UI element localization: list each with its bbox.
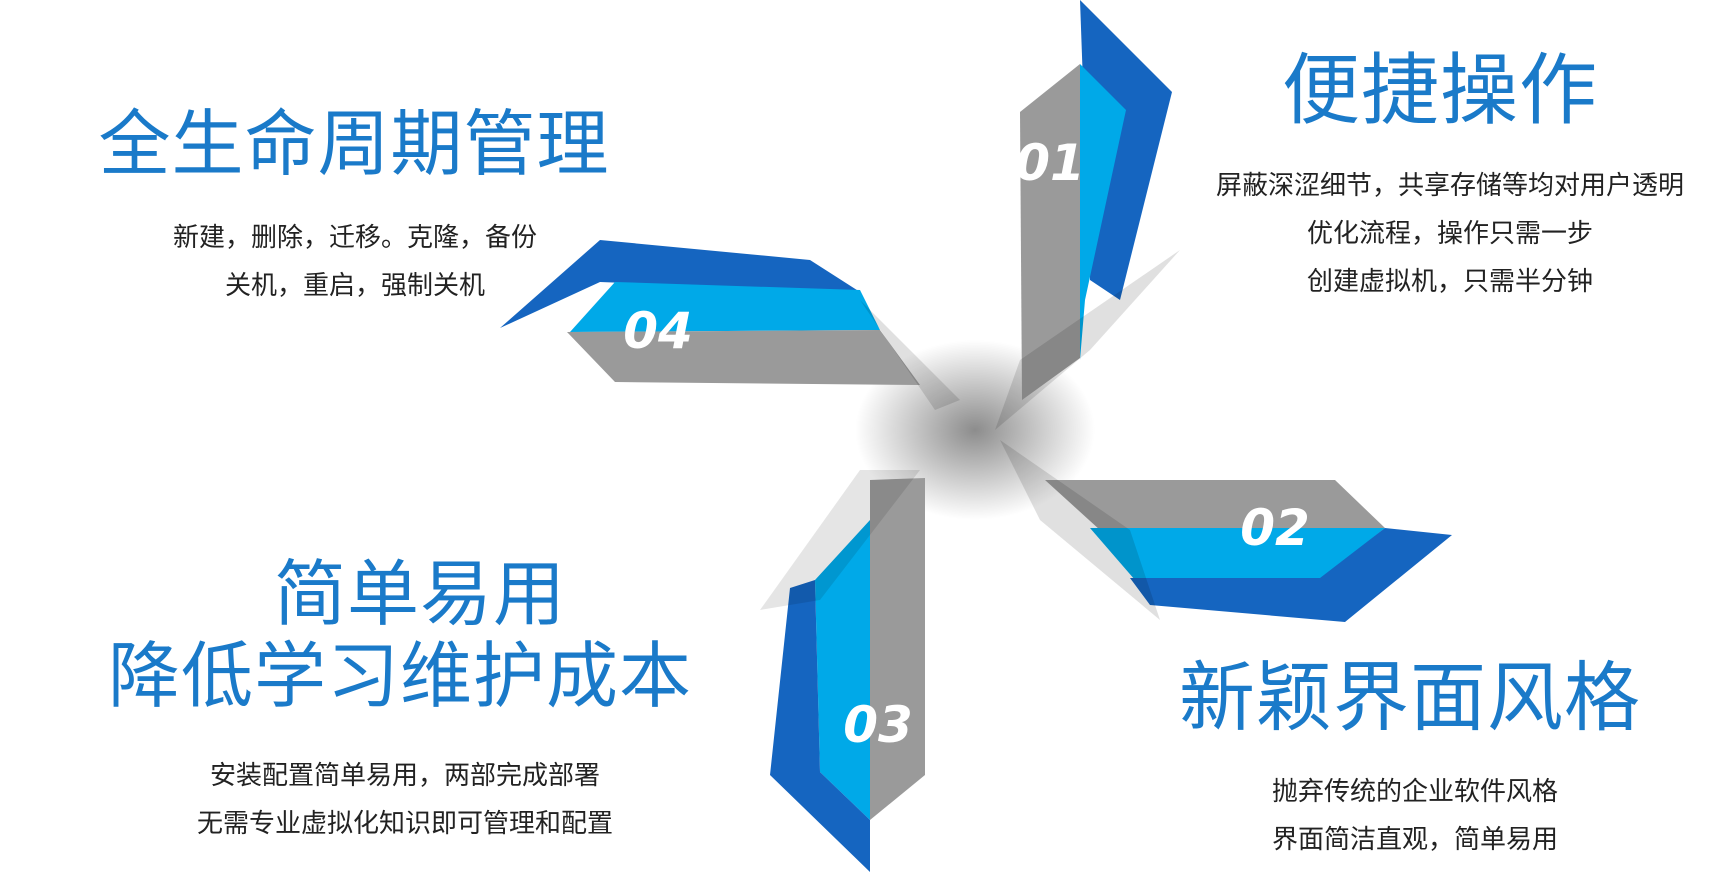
arrow-03-light <box>815 520 870 820</box>
description-02-line-2: 界面简洁直观，简单易用 <box>1271 825 1558 855</box>
arrow-04: 04 <box>500 240 960 410</box>
heading-01: 便捷操作 <box>1282 46 1599 136</box>
arrow-02-dark <box>1130 528 1452 622</box>
description-03-line-1: 安装配置简单易用，两部完成部署 <box>209 761 600 791</box>
description-01-line-2: 优化流程，操作只需一步 <box>1306 219 1593 249</box>
arrow-03-gray <box>870 478 925 820</box>
arrow-01-shadow <box>995 250 1180 430</box>
arrow-04-shadow <box>810 250 960 410</box>
arrow-02-light <box>1090 528 1385 580</box>
arrow-02-number: 02 <box>1240 499 1310 557</box>
arrow-03: 03 <box>760 470 925 872</box>
description-03-line-2: 无需专业虚拟化知识即可管理和配置 <box>196 809 613 839</box>
arrow-04-dark <box>500 240 860 328</box>
description-01: 屏蔽深涩细节，共享存储等均对用户透明 优化流程，操作只需一步 创建虚拟机，只需半… <box>1180 162 1720 306</box>
arrow-03-dark <box>770 580 870 872</box>
arrow-01-gray <box>1020 64 1080 400</box>
heading-03-line-2: 降低学习维护成本 <box>107 634 692 718</box>
description-01-line-1: 屏蔽深涩细节，共享存储等均对用户透明 <box>1215 171 1684 201</box>
description-02-line-1: 抛弃传统的企业软件风格 <box>1271 777 1558 807</box>
description-03: 安装配置简单易用，两部完成部署 无需专业虚拟化知识即可管理和配置 <box>160 752 650 848</box>
arrow-01: 01 <box>995 0 1180 430</box>
heading-04: 全生命周期管理 <box>98 102 610 186</box>
heading-02: 新颖界面风格 <box>1179 653 1641 742</box>
heading-03-line-1: 简单易用 <box>273 552 566 636</box>
arrow-02: 02 <box>1000 440 1452 622</box>
arrow-04-light <box>570 282 880 332</box>
arrow-03-shadow <box>760 470 920 610</box>
arrow-04-gray <box>567 330 920 385</box>
description-02: 抛弃传统的企业软件风格 界面简洁直观，简单易用 <box>1240 768 1590 864</box>
description-04-line-1: 新建，删除，迁移。克隆，备份 <box>172 223 537 253</box>
arrow-04-number: 04 <box>623 302 693 360</box>
arrow-03-number: 03 <box>843 696 913 754</box>
description-01-line-3: 创建虚拟机，只需半分钟 <box>1306 267 1593 297</box>
arrow-01-light <box>1080 64 1126 360</box>
arrow-02-shadow <box>1000 440 1160 620</box>
description-04: 新建，删除，迁移。克隆，备份 关机，重启，强制关机 <box>140 214 570 310</box>
description-04-line-2: 关机，重启，强制关机 <box>224 271 485 301</box>
arrow-02-gray <box>1045 480 1385 530</box>
arrow-01-dark <box>1080 0 1172 300</box>
arrow-01-number: 01 <box>1015 134 1085 192</box>
